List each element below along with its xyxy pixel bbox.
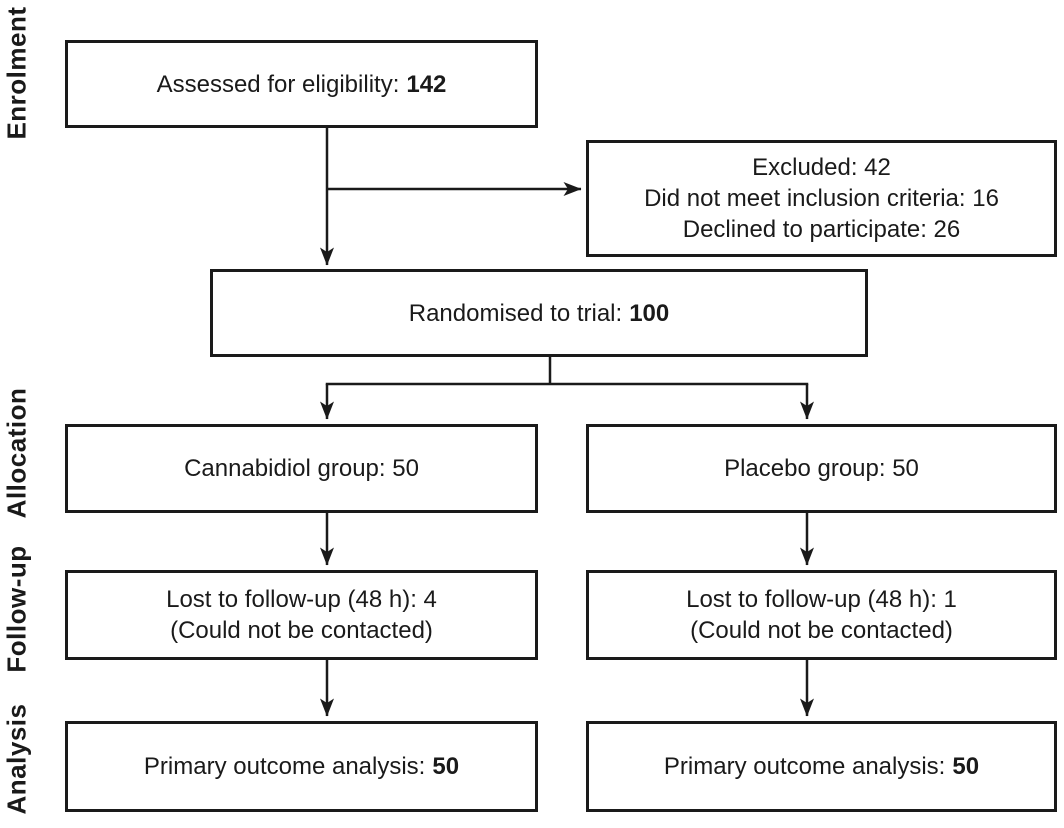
stage-label-text: Allocation: [1, 387, 32, 519]
assessed-for-eligibility-box: Assessed for eligibility:142: [65, 40, 538, 128]
lost-to-followup: Lost to follow-up (48 h): 4: [166, 586, 437, 613]
placebo-group-box: Placebo group: 50: [586, 424, 1057, 513]
box-label: Assessed for eligibility:: [156, 70, 400, 98]
box-value: 50: [432, 753, 460, 780]
excluded-declined: Declined to participate: 26: [682, 216, 961, 243]
stage-label-text: Analysis: [1, 703, 32, 815]
cannabidiol-group-box: Cannabidiol group: 50: [65, 424, 538, 513]
lost-to-followup: Lost to follow-up (48 h): 1: [686, 586, 957, 613]
cannabidiol-analysis-box: Primary outcome analysis:50: [65, 721, 538, 812]
cannabidiol-followup-box: Lost to follow-up (48 h): 4 (Could not b…: [65, 570, 538, 660]
placebo-analysis-box: Primary outcome analysis:50: [586, 721, 1057, 812]
stage-label-text: Enrolment: [1, 6, 32, 140]
box-value: 100: [629, 299, 670, 327]
lost-reason: (Could not be contacted): [170, 617, 433, 644]
excluded-total: Excluded: 42: [752, 154, 891, 181]
box-value: 50: [952, 753, 980, 780]
stage-label-text: Follow-up: [1, 545, 32, 673]
box-label: Primary outcome analysis:: [143, 753, 426, 780]
lost-reason: (Could not be contacted): [690, 617, 953, 644]
excluded-inclusion-criteria: Did not meet inclusion criteria: 16: [644, 185, 999, 212]
placebo-followup-box: Lost to follow-up (48 h): 1 (Could not b…: [586, 570, 1057, 660]
box-label: Randomised to trial:: [408, 299, 623, 327]
box-label: Placebo group: 50: [724, 455, 919, 482]
excluded-box: Excluded: 42 Did not meet inclusion crit…: [586, 140, 1057, 257]
randomised-box: Randomised to trial:100: [210, 269, 868, 357]
box-label: Primary outcome analysis:: [663, 753, 946, 780]
box-value: 142: [406, 70, 447, 98]
box-label: Cannabidiol group: 50: [184, 455, 419, 482]
